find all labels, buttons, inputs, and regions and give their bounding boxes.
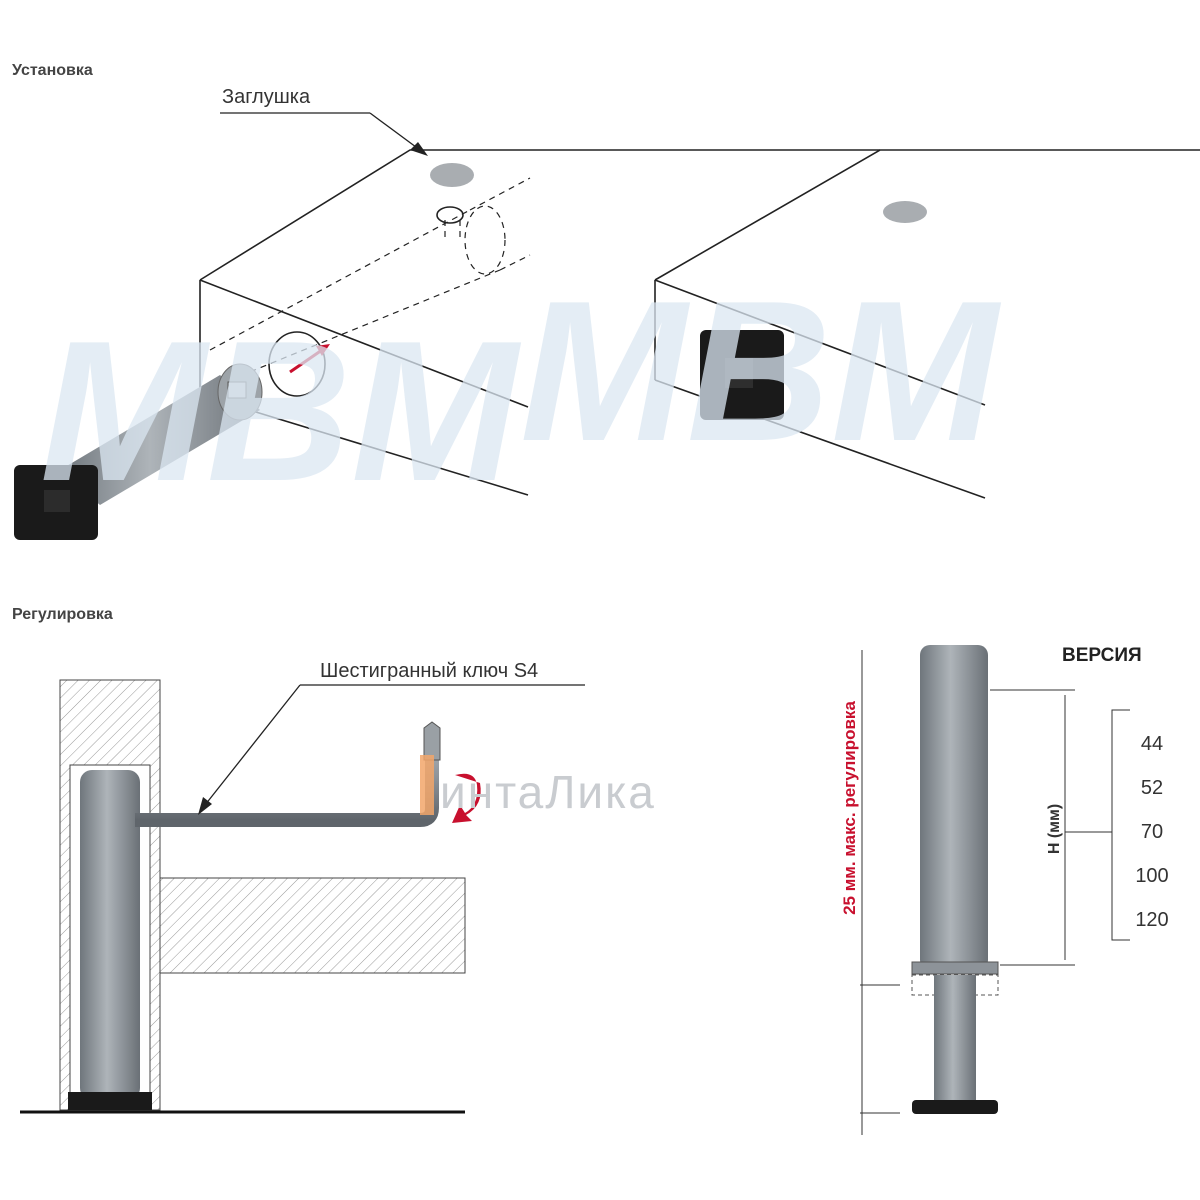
adjust-range-label: 25 мм. макс. регулировка bbox=[840, 701, 859, 915]
plug bbox=[430, 163, 474, 187]
version-item: 120 bbox=[1135, 909, 1169, 931]
section-title-adjust: Регулировка bbox=[12, 606, 113, 623]
intalika-logo bbox=[420, 755, 434, 815]
mbm-watermark-left: MBM bbox=[40, 300, 522, 523]
height-label: H (мм) bbox=[1046, 803, 1063, 855]
version-item: 100 bbox=[1135, 865, 1169, 887]
version-title: ВЕРСИЯ bbox=[1062, 645, 1142, 666]
version-item: 52 bbox=[1140, 777, 1164, 799]
version-item: 44 bbox=[1140, 733, 1164, 755]
section-adjust bbox=[20, 679, 466, 1114]
insert-arrow-icon bbox=[289, 344, 330, 374]
dimension-lines bbox=[860, 650, 1130, 1135]
leg-lying bbox=[14, 363, 263, 540]
plug-label: Заглушка bbox=[222, 86, 311, 108]
version-list: 44 52 70 100 120 bbox=[1122, 722, 1182, 942]
leg-standing bbox=[911, 645, 999, 1114]
mbm-watermark: MBM MBM bbox=[40, 260, 1002, 523]
version-item: 70 bbox=[1140, 821, 1164, 843]
installed-foot bbox=[700, 330, 784, 420]
rotate-arrow-icon bbox=[452, 773, 481, 823]
section-title-install: Установка bbox=[12, 62, 93, 79]
hex-key-label: Шестигранный ключ S4 bbox=[320, 660, 539, 682]
intalika-watermark: интаЛика bbox=[440, 766, 656, 818]
mbm-watermark-right: MBM bbox=[520, 260, 1002, 483]
